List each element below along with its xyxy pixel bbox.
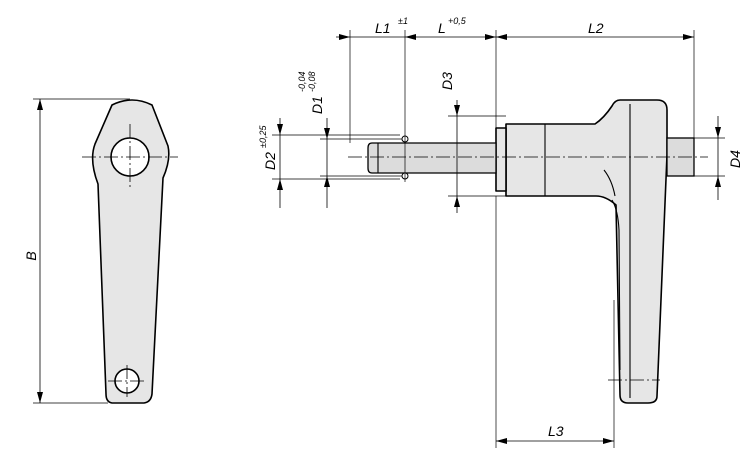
- dim-tol-L1: ±1: [398, 16, 408, 26]
- dim-label-L2: L2: [588, 20, 604, 36]
- pin: [367, 142, 497, 174]
- dim-label-D1: D1: [309, 96, 325, 114]
- dim-tol-L: +0,5: [448, 16, 467, 26]
- side-view: L1 ±1 L +0,5 L2 D1 -0,04 -0,08 D2 ±0,25 …: [258, 16, 743, 448]
- dim-label-D2: D2: [262, 152, 278, 170]
- hub-collar: [495, 127, 507, 192]
- lever-front-body: [91, 99, 170, 404]
- dim-label-L3: L3: [548, 423, 564, 439]
- dim-label-D4: D4: [727, 150, 743, 168]
- dim-label-L1: L1: [375, 20, 391, 36]
- dim-tol-D1-lower: -0,08: [307, 71, 317, 92]
- dim-label-D3: D3: [439, 72, 455, 90]
- dim-label-L: L: [438, 20, 446, 36]
- dim-label-B: B: [23, 251, 39, 260]
- front-view: B: [23, 98, 178, 404]
- dim-tol-D1-upper: -0,04: [297, 71, 307, 92]
- lever-side-body: [505, 99, 668, 404]
- dim-tol-D2: ±0,25: [258, 125, 268, 148]
- lever-inner-edge: [611, 199, 621, 371]
